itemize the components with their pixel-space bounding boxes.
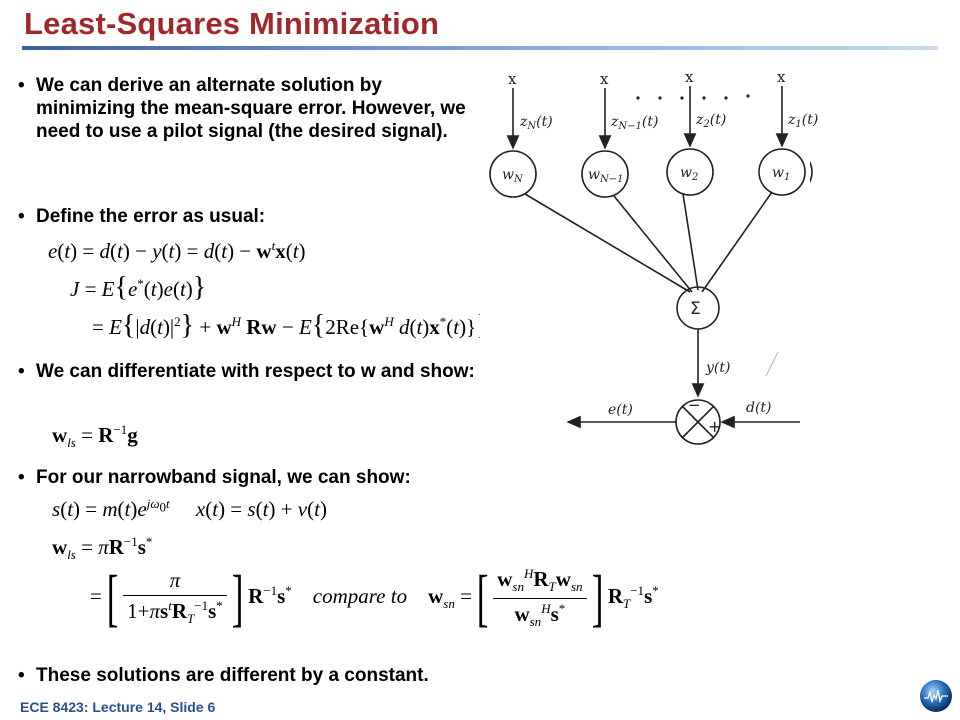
slide-footer: ECE 8423: Lecture 14, Slide 6 bbox=[20, 699, 216, 715]
slide-title: Least-Squares Minimization bbox=[24, 6, 440, 41]
bullet-dot: • bbox=[18, 665, 25, 686]
label-z1-alt: z1(t) bbox=[787, 112, 818, 130]
left-bracket: [ bbox=[106, 562, 119, 633]
input-mark-n: x bbox=[508, 70, 517, 88]
bullet-text: We can derive an alternate solution by m… bbox=[36, 75, 466, 142]
input-mark-2: x bbox=[685, 68, 694, 86]
equation-cost-expanded: = E{|d(t)|2} + wH Rw − E{2Re{wH d(t)x*(t… bbox=[92, 310, 490, 341]
array-block-diagram-main: x x x x zN(t) zN−1(t) z bbox=[480, 60, 818, 455]
equation-wls: wls = R−1g bbox=[52, 422, 138, 451]
bullet-narrowband: • For our narrowband signal, we can show… bbox=[18, 466, 538, 489]
desired-label: d(t) bbox=[746, 400, 772, 416]
bullet-dot: • bbox=[18, 206, 25, 227]
equation-wls-narrowband: wls = πR−1s* bbox=[52, 534, 153, 563]
label-zN: zN(t) bbox=[519, 114, 553, 132]
bullet-text: For our narrowband signal, we can show: bbox=[36, 467, 411, 488]
bullet-differentiate: • We can differentiate with respect to w… bbox=[18, 360, 478, 383]
scan-mark bbox=[765, 351, 779, 377]
equation-signal-model: s(t) = m(t)ejω0t x(t) = s(t) + v(t) bbox=[52, 496, 327, 521]
input-mark-1: x bbox=[777, 68, 786, 86]
label-z2: z2(t) bbox=[695, 112, 726, 130]
bullet-text: We can differentiate with respect to w a… bbox=[36, 361, 475, 382]
output-label: y(t) bbox=[705, 360, 730, 376]
title-underline bbox=[22, 46, 938, 50]
compare-to-text: compare to bbox=[312, 583, 408, 608]
bullet-dot: • bbox=[18, 361, 25, 382]
bullet-text: Define the error as usual: bbox=[36, 206, 266, 227]
equation-cost: J = E{e*(t)e(t)} bbox=[70, 272, 207, 303]
error-label: e(t) bbox=[608, 402, 633, 418]
plus-sign: + bbox=[708, 417, 721, 436]
bullet-dot: • bbox=[18, 467, 25, 488]
left-bracket: [ bbox=[476, 562, 489, 633]
bullet-pilot-signal: • We can derive an alternate solution by… bbox=[18, 74, 478, 143]
bullet-constant: • These solutions are different by a con… bbox=[18, 664, 558, 687]
bullet-define-error: • Define the error as usual: bbox=[18, 205, 478, 228]
globe-logo-icon bbox=[920, 680, 952, 712]
minus-sign: − bbox=[688, 396, 701, 414]
bullet-dot: • bbox=[18, 75, 25, 96]
bullet-text: These solutions are different by a const… bbox=[36, 665, 429, 686]
ellipsis-dots bbox=[636, 94, 750, 100]
equation-error: e(t) = d(t) − y(t) = d(t) − wtx(t) bbox=[48, 238, 306, 263]
sum-symbol: Σ bbox=[690, 299, 701, 319]
input-mark-n1: x bbox=[600, 70, 609, 88]
right-bracket: ] bbox=[231, 562, 244, 633]
right-bracket: ] bbox=[591, 562, 604, 633]
